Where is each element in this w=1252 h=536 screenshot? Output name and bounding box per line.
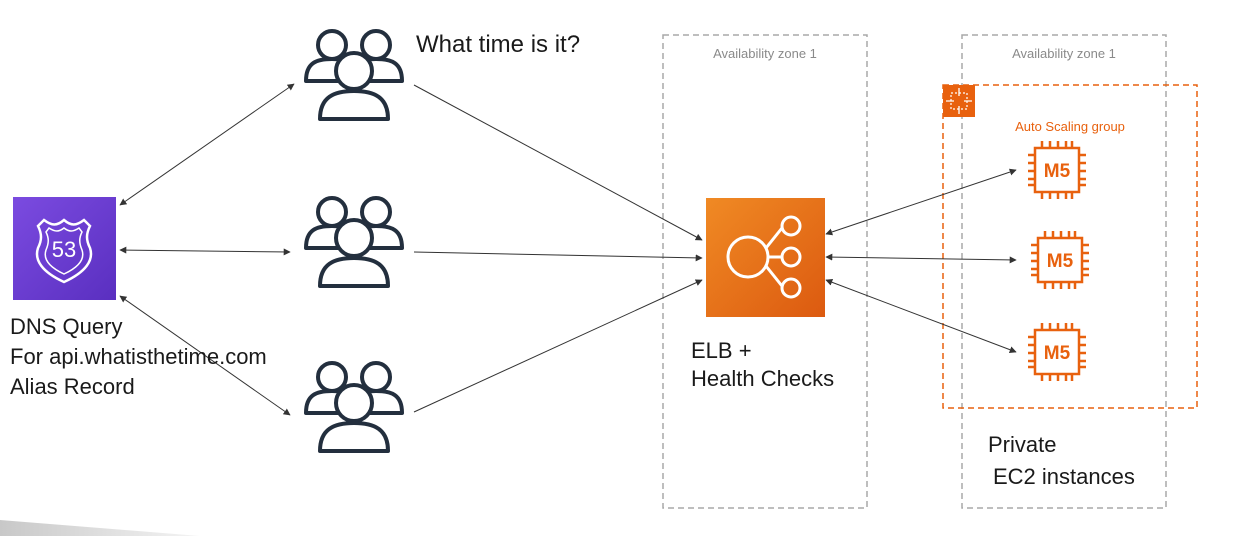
user-question: What time is it? (416, 31, 580, 58)
users-icon (304, 196, 404, 288)
health-checks-label: Health Checks (691, 366, 834, 391)
connector-elb-instance1 (825, 168, 1017, 236)
ec2-instance-1: M5 (1026, 139, 1088, 201)
availability-zone-a: Availability zone 1 (662, 34, 868, 509)
connector-elb-instance2 (825, 253, 1017, 264)
connector-user2-elb (413, 251, 703, 262)
private-label: Private (988, 432, 1056, 457)
floor-decoration (0, 520, 200, 536)
instance-type-label: M5 (1047, 251, 1074, 272)
ec2-instances-label: EC2 instances (993, 464, 1135, 489)
load-balancer-icon (706, 198, 825, 317)
instance-type-label: M5 (1044, 343, 1071, 364)
auto-scaling-group-label: Auto Scaling group (1015, 119, 1125, 134)
connector-user3-elb (413, 279, 703, 413)
alias-record-label: Alias Record (10, 374, 135, 399)
availability-zone-b: Availability zone 1 (961, 34, 1167, 509)
users-icon (304, 29, 404, 121)
availability-zone-a-label: Availability zone 1 (713, 46, 817, 61)
users-icon (304, 361, 404, 453)
ec2-instance-2: M5 (1029, 229, 1091, 291)
elb-node (706, 198, 825, 317)
connector-dns-user2 (119, 246, 291, 256)
ec2-instance-3: M5 (1026, 321, 1088, 383)
connector-dns-user3 (119, 295, 291, 416)
auto-scaling-group: Auto Scaling group (942, 84, 1198, 409)
dns-query-label: DNS Query (10, 314, 122, 339)
connector-user1-elb (413, 84, 703, 241)
auto-scaling-icon (943, 85, 975, 117)
connector-dns-user1 (119, 83, 295, 206)
dns-domain-label: For api.whatisthetime.com (10, 344, 267, 369)
route53-node: 53 (13, 197, 116, 300)
availability-zone-b-label: Availability zone 1 (1012, 46, 1116, 61)
connector-elb-instance3 (825, 278, 1017, 354)
instance-type-label: M5 (1044, 161, 1071, 182)
elb-label: ELB + (691, 338, 752, 363)
connectors (119, 83, 1017, 416)
route53-badge-number: 53 (52, 237, 76, 262)
